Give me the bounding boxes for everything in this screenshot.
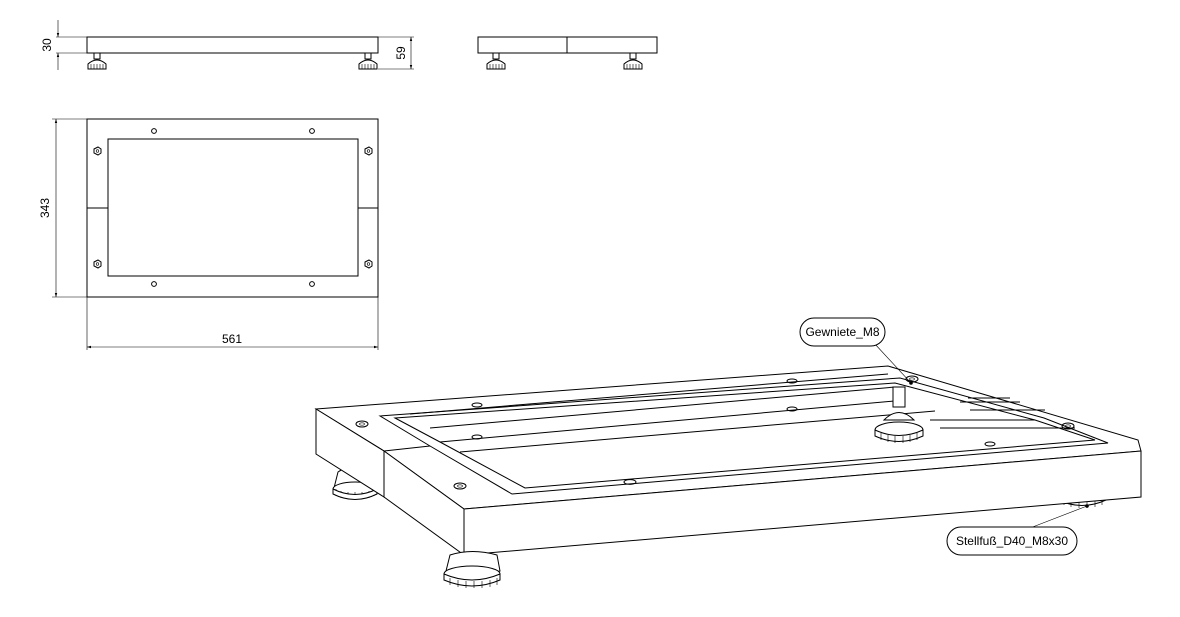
dimension-height-frame: 30 (40, 20, 87, 70)
dimension-label-30: 30 (40, 38, 54, 52)
mounting-hole-icon (786, 378, 798, 384)
rivet-nut-icon (364, 146, 373, 156)
frame-inner-opening (107, 138, 359, 277)
mounting-hole-icon (309, 128, 315, 134)
mounting-hole-icon (309, 281, 315, 287)
dimension-height-total: 59 (378, 36, 414, 70)
leveling-foot-icon (874, 386, 924, 443)
mounting-hole-icon (984, 441, 996, 447)
rivet-nut-icon (93, 146, 102, 156)
callout-rivet-nut: Gewniete_M8 (799, 317, 886, 347)
side-view-lateral (477, 36, 658, 70)
leveling-foot-icon (358, 52, 378, 70)
rivet-nut-icon (1061, 422, 1075, 430)
callout-leveling-foot-label: Stellfuß_D40_M8x30 (956, 534, 1068, 548)
leader-line-foot (1029, 505, 1088, 529)
top-view: 343 561 (38, 118, 379, 350)
rivet-nut-icon (364, 259, 373, 269)
rivet-nut-icon (93, 259, 102, 269)
dimension-depth: 343 (38, 118, 87, 298)
callout-rivet-nut-label: Gewniete_M8 (805, 325, 879, 339)
mounting-hole-icon (471, 434, 483, 440)
leveling-foot-icon (443, 551, 501, 588)
mounting-hole-icon (151, 281, 157, 287)
mounting-hole-icon (471, 402, 483, 408)
callout-leveling-foot: Stellfuß_D40_M8x30 (946, 526, 1078, 556)
isometric-view: Gewniete_M8 Stellfuß_D40_M8x30 (314, 317, 1142, 588)
dimension-label-59: 59 (394, 46, 408, 60)
frame-profile (86, 36, 379, 54)
mounting-hole-icon (786, 406, 798, 412)
mounting-hole-icon (623, 479, 637, 485)
dimension-label-343: 343 (38, 198, 52, 218)
leveling-foot-icon (486, 52, 506, 70)
rivet-nut-icon (453, 482, 467, 490)
frame-outer (86, 118, 379, 298)
leader-line-rivet (873, 342, 912, 384)
mounting-hole-icon (151, 128, 157, 134)
side-view-front: 30 59 (40, 20, 414, 70)
leveling-foot-icon (87, 52, 107, 70)
dimension-label-561: 561 (222, 332, 242, 346)
rivet-nut-icon (355, 420, 369, 428)
dimension-width: 561 (86, 297, 379, 350)
frame-front-face (463, 450, 1142, 556)
leveling-foot-icon (623, 52, 643, 70)
